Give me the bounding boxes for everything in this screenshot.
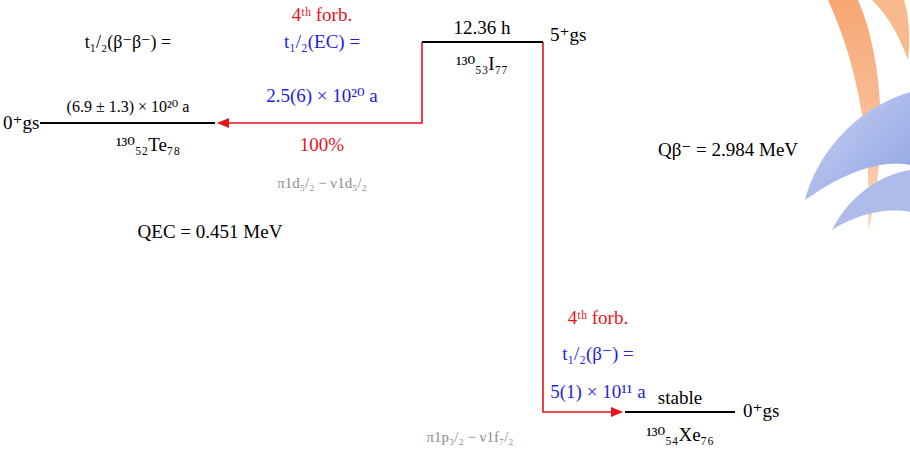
- logo-swoosh-orange-small: [872, 0, 909, 60]
- level-label: 0⁺gs: [743, 401, 779, 422]
- level-label: stable: [658, 388, 702, 409]
- level-label: (6.9 ± 1.3) × 10²⁰ a: [67, 98, 190, 116]
- decay-arrow: [218, 42, 422, 123]
- annotation: 2.5(6) × 10²⁰ a: [266, 86, 378, 107]
- level-label: 12.36 h: [454, 18, 511, 39]
- annotation: 4ᵗʰ forb.: [568, 308, 628, 329]
- energy-level: t₁/₂(β⁻β⁻) =(6.9 ± 1.3) × 10²⁰ a0⁺gs¹³⁰₅…: [40, 122, 215, 124]
- logo-swoosh-blue-small: [832, 170, 910, 230]
- annotation: π1d₅/₂ − ν1d₅/₂: [277, 175, 367, 192]
- energy-level: 12.36 h¹³⁰₅₃I₇₇5⁺gs: [422, 41, 543, 43]
- level-label: ¹³⁰₅₃I₇₇: [456, 54, 508, 75]
- energy-level: stable¹³⁰₅₄Xe₇₆0⁺gs: [625, 411, 735, 413]
- level-label: 0⁺gs: [3, 113, 39, 134]
- annotation: Qβ⁻ = 2.984 MeV: [658, 140, 798, 161]
- level-label: ¹³⁰₅₄Xe₇₆: [646, 425, 714, 446]
- transition-label: 100%: [300, 135, 344, 156]
- annotation: t₁/₂(EC) =: [284, 32, 360, 53]
- level-label: 5⁺gs: [550, 25, 586, 46]
- annotation: QEC = 0.451 MeV: [138, 222, 283, 243]
- transition-label: 5(1) × 10¹¹ a: [550, 382, 645, 403]
- annotation: 4ᵗʰ forb.: [292, 5, 352, 26]
- level-label: ¹³⁰₅₂Te₇₈: [116, 135, 180, 156]
- level-label: t₁/₂(β⁻β⁻) =: [85, 33, 172, 53]
- annotation: π1p₃/₂ − ν1f₇/₂: [426, 429, 513, 446]
- annotation: t₁/₂(β⁻) =: [562, 344, 634, 365]
